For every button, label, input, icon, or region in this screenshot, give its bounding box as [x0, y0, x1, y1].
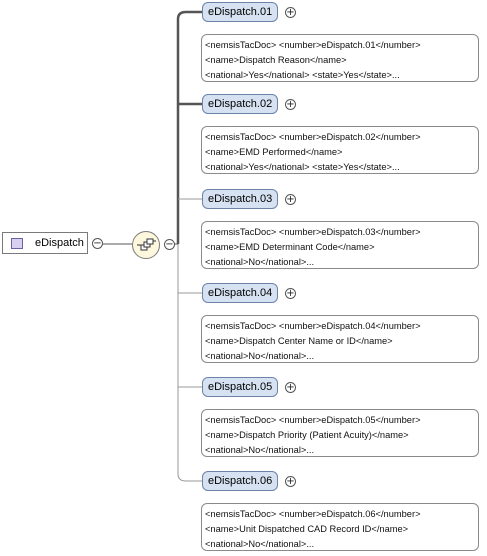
expand-icon[interactable]: +	[285, 7, 296, 18]
documentation-box: <nemsisTacDoc> <number>eDispatch.01</num…	[201, 34, 479, 82]
documentation-line: <name>Dispatch Reason</name>	[205, 55, 347, 65]
root-element-edispatch[interactable]: eDispatch	[2, 232, 88, 254]
documentation-line: <name>Dispatch Center Name or ID</name>	[205, 336, 393, 346]
documentation-line: <national>No</national>...	[205, 445, 315, 455]
documentation-line: <national>No</national>...	[205, 257, 315, 267]
root-collapse-icon[interactable]: −	[92, 238, 103, 249]
expand-icon[interactable]: +	[285, 194, 296, 205]
documentation-line: <national>Yes</national> <state>Yes</sta…	[205, 70, 400, 80]
expand-icon[interactable]: +	[285, 288, 296, 299]
documentation-line: <name>EMD Performed</name>	[205, 147, 343, 157]
sequence-icon	[137, 238, 156, 251]
documentation-line: <name>EMD Determinant Code</name>	[205, 242, 375, 252]
documentation-line: <nemsisTacDoc> <number>eDispatch.01</num…	[205, 40, 421, 50]
documentation-line: <name>Unit Dispatched CAD Record ID</nam…	[205, 524, 409, 534]
documentation-line: <national>No</national>...	[205, 539, 315, 549]
sequence-compositor-icon[interactable]	[132, 231, 160, 259]
documentation-box: <nemsisTacDoc> <number>eDispatch.03</num…	[201, 221, 479, 269]
complex-type-icon	[11, 238, 23, 249]
documentation-line: <nemsisTacDoc> <number>eDispatch.05</num…	[205, 415, 421, 425]
element-box[interactable]: eDispatch.05	[202, 377, 278, 397]
element-box[interactable]: eDispatch.03	[202, 189, 278, 209]
documentation-box: <nemsisTacDoc> <number>eDispatch.02</num…	[201, 126, 479, 174]
element-box[interactable]: eDispatch.01	[202, 2, 278, 22]
documentation-line: <national>No</national>...	[205, 351, 315, 361]
expand-icon[interactable]: +	[285, 99, 296, 110]
documentation-line: <nemsisTacDoc> <number>eDispatch.03</num…	[205, 227, 421, 237]
documentation-line: <name>Dispatch Priority (Patient Acuity)…	[205, 430, 409, 440]
element-box[interactable]: eDispatch.02	[202, 94, 278, 114]
element-box[interactable]: eDispatch.06	[202, 471, 278, 491]
element-box[interactable]: eDispatch.04	[202, 283, 278, 303]
sequence-collapse-icon[interactable]: −	[164, 239, 175, 250]
documentation-line: <nemsisTacDoc> <number>eDispatch.04</num…	[205, 321, 421, 331]
documentation-box: <nemsisTacDoc> <number>eDispatch.06</num…	[201, 503, 479, 551]
documentation-line: <national>Yes</national> <state>Yes</sta…	[205, 162, 400, 172]
documentation-line: <nemsisTacDoc> <number>eDispatch.02</num…	[205, 132, 421, 142]
documentation-box: <nemsisTacDoc> <number>eDispatch.05</num…	[201, 409, 479, 457]
documentation-box: <nemsisTacDoc> <number>eDispatch.04</num…	[201, 315, 479, 363]
documentation-line: <nemsisTacDoc> <number>eDispatch.06</num…	[205, 509, 421, 519]
root-element-label: eDispatch	[35, 237, 84, 249]
expand-icon[interactable]: +	[285, 382, 296, 393]
expand-icon[interactable]: +	[285, 476, 296, 487]
